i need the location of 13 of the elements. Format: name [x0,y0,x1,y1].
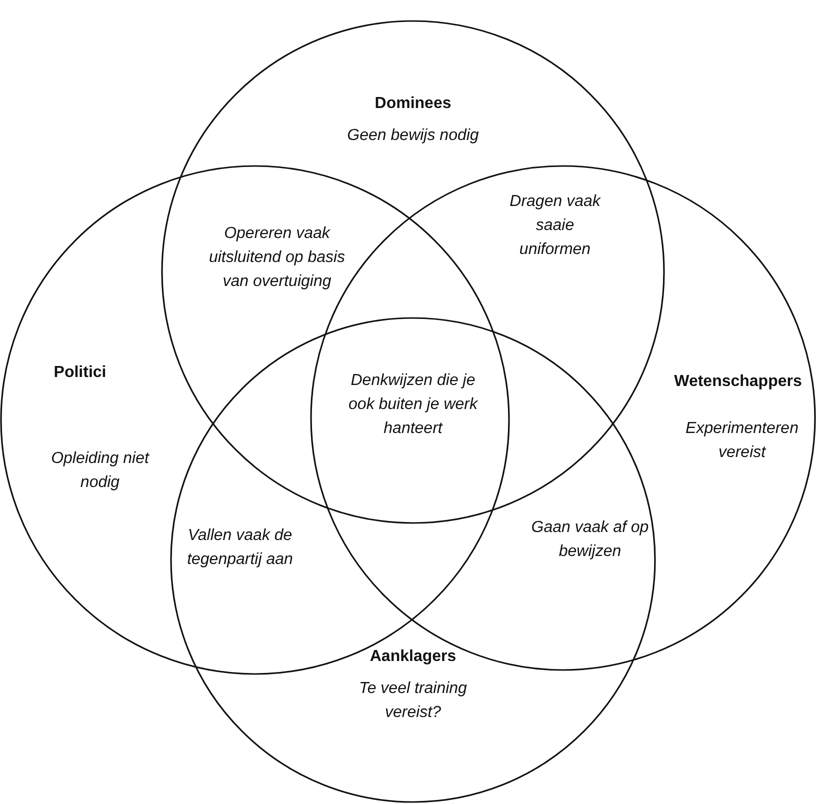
overlap-label: Gaan vaak af op bewijzen [530,518,650,562]
set-title: Wetenschappers [674,372,802,392]
overlap-label: Vallen vaak de tegenpartij aan [186,526,294,570]
set-description: Te veel training vereist? [358,679,468,723]
overlap-label: Denkwijzen die je ook buiten je werk hanteert [348,371,479,439]
set-title: Politici [54,363,106,383]
overlap-label: Opereren vaak uitsluitend op basis van overtuiging [208,224,346,292]
set-description: Opleiding niet nodig [50,449,150,493]
overlap-label: Dragen vaak saaie uniformen [508,192,602,260]
set-title: Dominees [374,94,452,114]
set-title: Aanklagers [370,647,456,667]
set-description: Geen bewijs nodig [347,126,479,146]
set-description: Experimenteren vereist [684,419,800,463]
